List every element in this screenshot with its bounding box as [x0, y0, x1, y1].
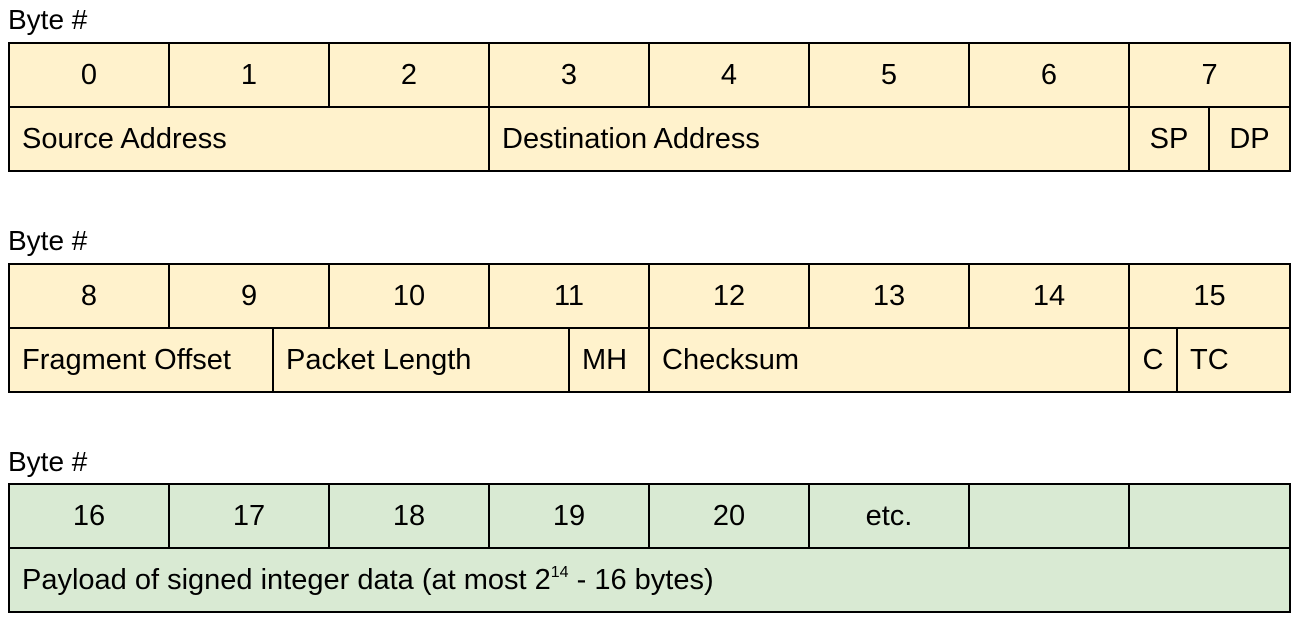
- payload-text: Payload of signed integer data (at most …: [22, 563, 551, 596]
- field-mh: MH: [568, 327, 651, 393]
- byte-number-cell: 17: [168, 483, 330, 549]
- field-row: Source Address Destination Address SP DP: [8, 106, 1292, 172]
- field-checksum: Checksum: [648, 327, 1131, 393]
- byte-label-header: Byte #: [8, 4, 88, 35]
- byte-number-row: 16 17 18 19 20 etc.: [8, 483, 1291, 549]
- byte-number-row: 8 9 10 11 12 13 14 15: [8, 263, 1292, 329]
- field-row: Payload of signed integer data (at most …: [8, 547, 1291, 613]
- byte-number-cell: 12: [648, 263, 811, 329]
- header-table-bytes-0-7: 0 1 2 3 4 5 6 7 Source Address Destinati…: [8, 42, 1292, 172]
- byte-number-cell: 19: [488, 483, 650, 549]
- byte-number-cell: 1: [168, 42, 330, 108]
- byte-number-cell: 3: [488, 42, 650, 108]
- byte-number-cell: 9: [167, 263, 331, 329]
- byte-number-cell: 18: [328, 483, 490, 549]
- byte-label-header: Byte #: [8, 446, 88, 477]
- field-source-address: Source Address: [8, 106, 490, 172]
- byte-number-cell: 5: [808, 42, 970, 108]
- byte-number-cell: 7: [1127, 42, 1292, 108]
- field-fragment-offset: Fragment Offset: [8, 327, 274, 393]
- byte-number-cell: etc.: [808, 483, 970, 549]
- payload-text-suffix: - 16 bytes): [568, 563, 714, 596]
- field-dp: DP: [1207, 106, 1292, 172]
- header-table-bytes-8-15: 8 9 10 11 12 13 14 15 Fragment Offset Pa…: [8, 263, 1292, 393]
- field-sp: SP: [1128, 106, 1210, 172]
- byte-number-cell: 2: [328, 42, 490, 108]
- field-tc: TC: [1176, 327, 1292, 393]
- field-packet-length: Packet Length: [271, 327, 571, 393]
- field-row: Fragment Offset Packet Length MH Checksu…: [8, 327, 1292, 393]
- byte-number-cell: 4: [648, 42, 810, 108]
- byte-number-cell: 8: [8, 263, 170, 329]
- field-destination-address: Destination Address: [488, 106, 1130, 172]
- byte-number-cell: 15: [1128, 263, 1292, 329]
- byte-number-cell: 6: [968, 42, 1130, 108]
- byte-number-cell: 20: [648, 483, 810, 549]
- field-payload: Payload of signed integer data (at most …: [8, 547, 1291, 613]
- byte-number-cell: 0: [8, 42, 170, 108]
- byte-number-row: 0 1 2 3 4 5 6 7: [8, 42, 1292, 108]
- payload-table-bytes-16-up: 16 17 18 19 20 etc. Payload of signed in…: [8, 483, 1291, 613]
- byte-number-cell: 14: [968, 263, 1131, 329]
- field-c: C: [1128, 327, 1179, 393]
- byte-number-cell: 10: [328, 263, 491, 329]
- byte-label-header: Byte #: [8, 225, 88, 256]
- byte-number-cell: 13: [808, 263, 971, 329]
- byte-number-cell: 11: [488, 263, 651, 329]
- byte-number-cell: [1128, 483, 1291, 549]
- byte-number-cell: [968, 483, 1130, 549]
- byte-number-cell: 16: [8, 483, 170, 549]
- payload-exponent: 14: [550, 563, 569, 581]
